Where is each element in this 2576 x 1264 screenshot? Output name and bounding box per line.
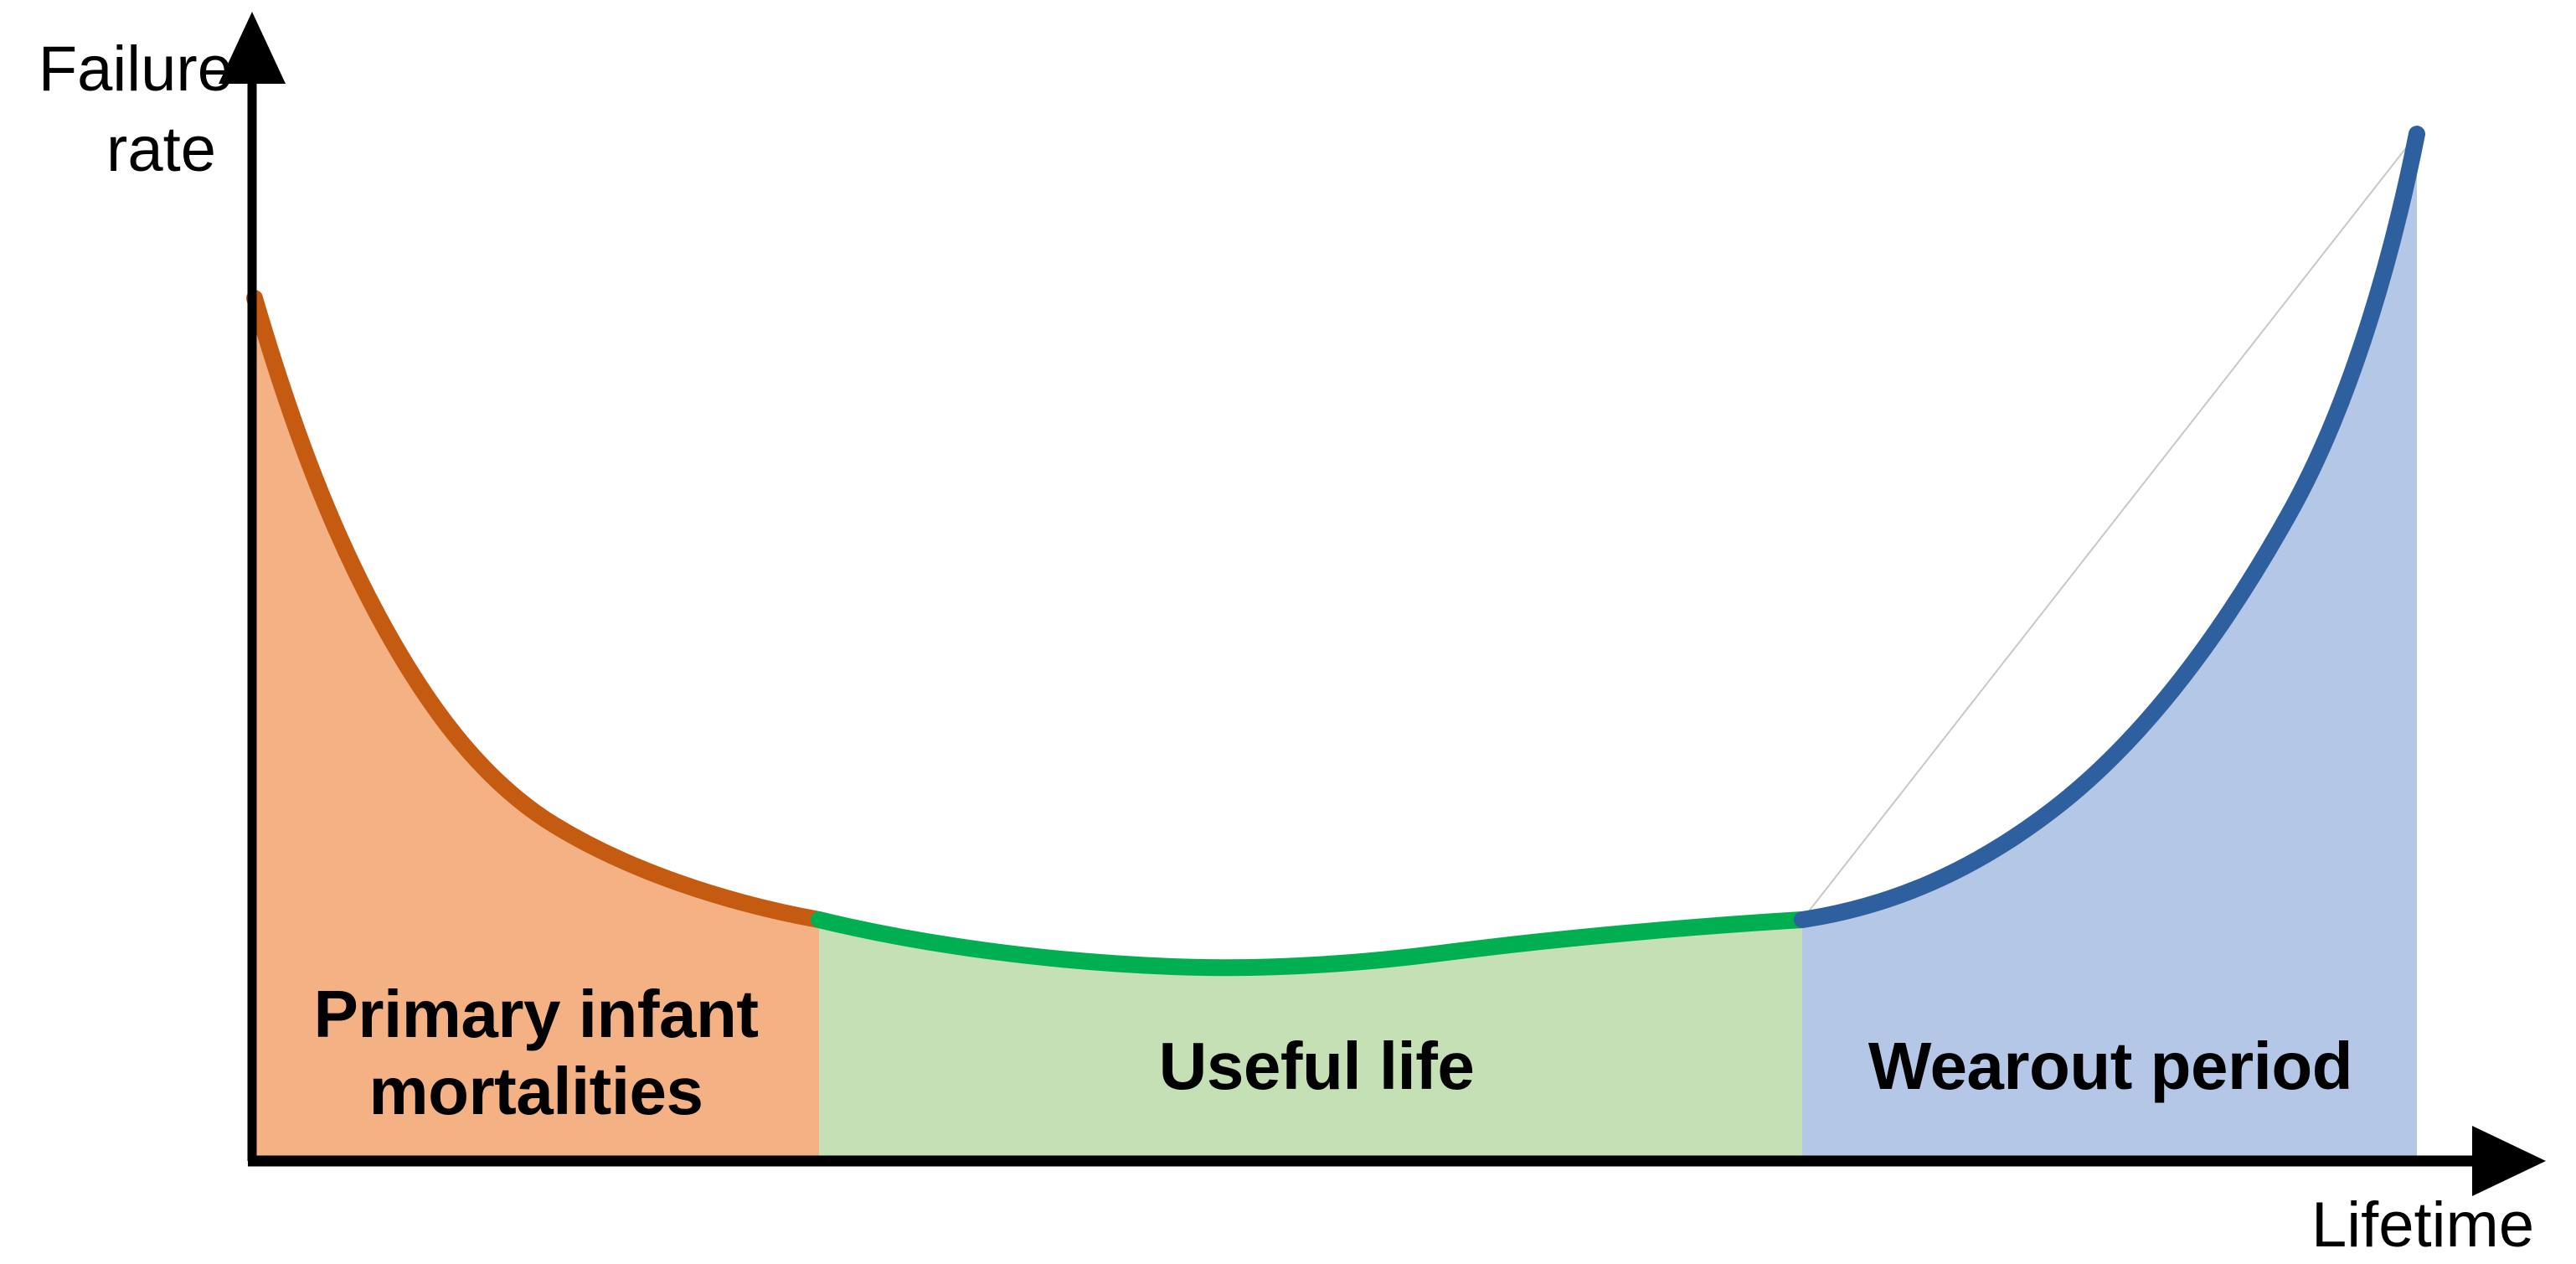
curve-wearout-period xyxy=(1794,126,2425,928)
y-axis-label-line1: Failure xyxy=(39,34,233,105)
failure-rate-curves xyxy=(246,126,2425,977)
zone-fills xyxy=(255,134,2417,1161)
zone-fill-wearout-period xyxy=(1802,134,2417,1161)
y-axis-arrowhead xyxy=(219,12,286,84)
x-axis-arrowhead xyxy=(2472,1126,2546,1196)
zone-fill-useful-life xyxy=(819,920,1802,1161)
curve-useful-life xyxy=(811,911,1811,977)
axes-group xyxy=(219,12,2546,1196)
zone-labels: Primary infant mortalities Useful life W… xyxy=(314,977,2353,1128)
zone-label-wearout-period: Wearout period xyxy=(1868,1029,2352,1103)
x-axis-label: Lifetime xyxy=(2311,1189,2534,1261)
zone-label-primary-infant-mortalities-line2: mortalities xyxy=(368,1054,703,1128)
wearout-reference-chord xyxy=(1801,133,2418,921)
zone-fill-primary-infant-mortalities xyxy=(255,298,819,1161)
axis-labels: Failure rate Lifetime xyxy=(39,34,2534,1261)
zone-label-useful-life: Useful life xyxy=(1159,1029,1475,1103)
zone-label-primary-infant-mortalities-line1: Primary infant xyxy=(314,977,759,1051)
y-axis-label-line2: rate xyxy=(106,114,216,185)
curve-primary-infant-mortalities xyxy=(246,290,827,928)
